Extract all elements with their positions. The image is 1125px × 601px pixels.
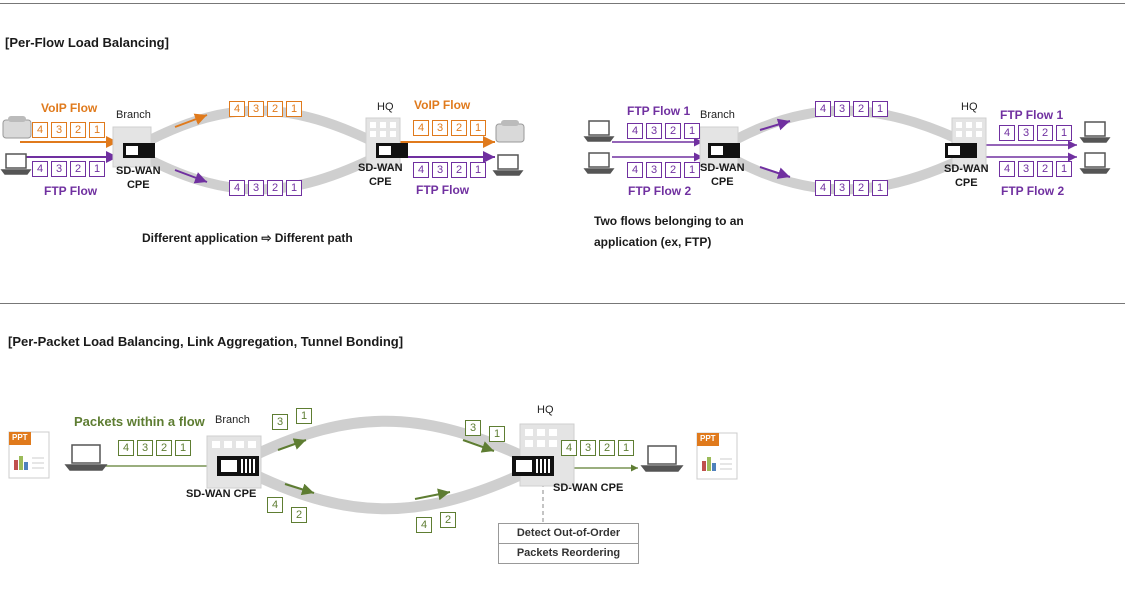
s2-down-arrow-2	[414, 488, 451, 501]
cpe-branch-label-3: SD-WAN CPE	[186, 488, 257, 500]
phone-icon	[2, 116, 525, 143]
ftp-flow2-right-label: FTP Flow 2	[1001, 184, 1065, 198]
section-divider	[0, 303, 1125, 304]
hq-label: HQ	[377, 101, 394, 113]
ftp-flow2-label: FTP Flow 2	[628, 184, 692, 198]
ftp-flow1-label: FTP Flow 1	[627, 104, 691, 118]
section1-title: [Per-Flow Load Balancing]	[5, 35, 169, 50]
s2-up-arrow	[277, 438, 307, 451]
ftp-flow-right-label: FTP Flow	[416, 183, 470, 197]
packets-within-flow-label: Packets within a flow	[74, 414, 205, 429]
voip-flow-right-label: VoIP Flow	[414, 98, 471, 112]
ftp-down-arrow	[174, 169, 208, 184]
voip-up-arrow	[174, 113, 208, 128]
branch-label-3: Branch	[215, 414, 250, 426]
branch-label-2: Branch	[700, 109, 735, 121]
ftp1-up-arrow	[759, 118, 791, 131]
top-divider	[0, 3, 1125, 4]
ftp2-down-arrow	[759, 166, 791, 179]
different-path-caption: Different application ⇨ Different path	[142, 231, 353, 245]
ppt-label-2: PPT	[700, 434, 716, 443]
branch-label: Branch	[116, 109, 151, 121]
ppt-label: PPT	[12, 433, 28, 442]
ftp-flow-label: FTP Flow	[44, 184, 98, 198]
section2-title: [Per-Packet Load Balancing, Link Aggrega…	[8, 334, 404, 349]
hq-label-2: HQ	[961, 101, 978, 113]
ftp-flow1-right-label: FTP Flow 1	[1000, 108, 1064, 122]
ppt-document-icon	[8, 431, 738, 480]
hq-label-3: HQ	[537, 404, 554, 416]
s2-up-arrow-2	[462, 439, 495, 453]
s1r-paths	[730, 105, 975, 195]
voip-flow-label: VoIP Flow	[41, 101, 98, 115]
packets-reordering-label: Packets Reordering	[499, 543, 638, 563]
laptop-icon	[0, 120, 1111, 472]
detect-out-of-order-label: Detect Out-of-Order	[516, 527, 621, 539]
reorder-box: Detect Out-of-Order Packets Reordering	[498, 523, 639, 564]
cpe-device-icon	[123, 143, 977, 476]
s2-paths	[249, 415, 526, 515]
s2-down-arrow	[284, 483, 315, 496]
cpe-hq-label-3: SD-WAN CPE	[553, 482, 624, 494]
